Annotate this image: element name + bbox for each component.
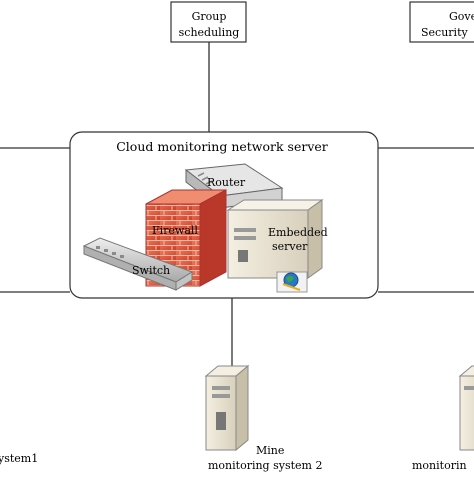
group-scheduling-line2: scheduling [179,26,240,39]
tower-server-icon [204,364,250,452]
government-security-node[interactable]: Gove Security [409,1,474,43]
switch-label: Switch [132,264,170,277]
group-scheduling-box [170,1,247,43]
left-system-label: ystem1 [0,452,38,465]
mine-monitoring-system-2-node[interactable]: Mine monitoring system 2 [204,364,322,472]
router-label: Router [207,176,246,189]
embedded-label-line2: server [272,240,308,253]
cloud-server-title: Cloud monitoring network server [116,139,328,154]
mine2-label-line2: monitoring system 2 [208,459,322,472]
group-scheduling-line1: Group [192,10,227,23]
right-monitoring-label: monitorin [412,459,467,472]
embedded-label-line1: Embedded [268,226,328,239]
globe-icon [276,271,308,293]
embedded-server-icon [226,199,324,279]
government-security-box [409,1,474,43]
tower-server-icon-right [458,365,474,451]
group-scheduling-node[interactable]: Group scheduling [170,1,247,43]
switch-icon [82,237,194,291]
right-monitoring-node[interactable]: monitorin [412,365,474,472]
connection-lines [0,42,474,372]
firewall-label: Firewall [152,224,198,237]
government-line2: Security [421,26,468,39]
cloud-server-panel[interactable]: Cloud monitoring network server Router F… [69,131,379,299]
mine2-label-line1: Mine [256,444,284,457]
government-line1: Gove [449,10,474,23]
